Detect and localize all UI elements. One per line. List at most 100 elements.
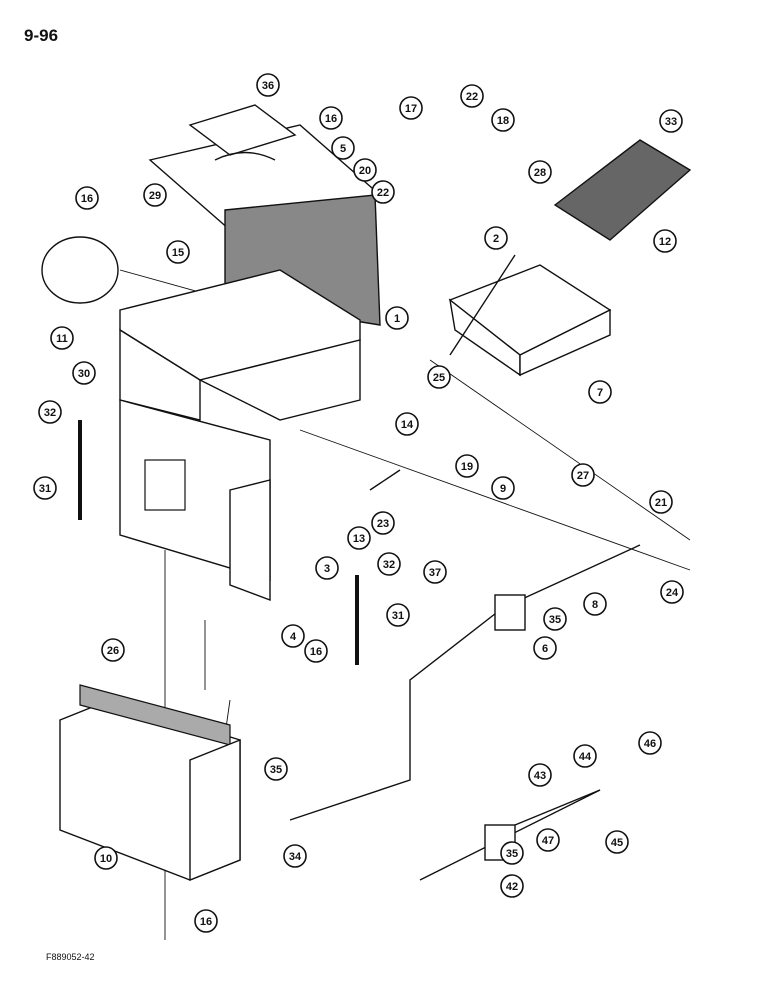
callout-4: 4 <box>281 624 305 648</box>
callout-31: 31 <box>386 603 410 627</box>
callout-46: 46 <box>638 731 662 755</box>
callout-circle <box>573 744 597 768</box>
callout-label: 35 <box>549 614 561 626</box>
callout-circle <box>371 180 395 204</box>
callout-circle <box>484 226 508 250</box>
callout-label: 10 <box>100 853 112 865</box>
callout-circle <box>331 136 355 160</box>
callout-35: 35 <box>264 757 288 781</box>
callout-14: 14 <box>395 412 419 436</box>
callout-label: 11 <box>56 333 68 345</box>
callout-label: 23 <box>377 518 389 530</box>
callout-label: 37 <box>429 567 441 579</box>
callout-circle <box>94 846 118 870</box>
callout-circle <box>166 240 190 264</box>
callout-42: 42 <box>500 874 524 898</box>
callout-label: 9 <box>500 483 506 495</box>
callout-circle <box>399 96 423 120</box>
filter-tray <box>448 139 692 377</box>
callout-circle <box>50 326 74 350</box>
callout-label: 32 <box>44 407 56 419</box>
callout-7: 7 <box>588 380 612 404</box>
round-gasket <box>41 236 119 304</box>
callout-circle <box>75 186 99 210</box>
callout-circle <box>583 592 607 616</box>
callout-label: 4 <box>290 631 297 643</box>
callout-circle <box>304 639 328 663</box>
callout-22: 22 <box>460 84 484 108</box>
callout-19: 19 <box>455 454 479 478</box>
callout-circle <box>491 476 515 500</box>
callout-label: 32 <box>383 559 395 571</box>
callout-circle <box>649 490 673 514</box>
callout-label: 28 <box>534 167 546 179</box>
callout-circle <box>500 874 524 898</box>
callout-21: 21 <box>649 490 673 514</box>
callout-circle <box>353 158 377 182</box>
callout-circle <box>38 400 62 424</box>
callout-circle <box>423 560 447 584</box>
callout-label: 45 <box>611 837 623 849</box>
callout-label: 27 <box>577 470 589 482</box>
callout-34: 34 <box>283 844 307 868</box>
callout-label: 3 <box>324 563 330 575</box>
callout-circle <box>571 463 595 487</box>
callout-label: 36 <box>262 80 274 92</box>
callout-28: 28 <box>528 160 552 184</box>
callout-circle <box>377 552 401 576</box>
callout-label: 16 <box>81 193 93 205</box>
callout-label: 42 <box>506 881 518 893</box>
callout-label: 31 <box>392 610 404 622</box>
callout-25: 25 <box>427 365 451 389</box>
callout-18: 18 <box>491 108 515 132</box>
callout-43: 43 <box>528 763 552 787</box>
figure-code: F889052-42 <box>46 952 95 962</box>
callout-label: 8 <box>592 599 598 611</box>
callout-circle <box>500 841 524 865</box>
callout-15: 15 <box>166 240 190 264</box>
callout-circle <box>588 380 612 404</box>
callout-13: 13 <box>347 526 371 550</box>
callout-circle <box>528 763 552 787</box>
callout-27: 27 <box>571 463 595 487</box>
callout-label: 22 <box>466 91 478 103</box>
callout-label: 6 <box>542 643 548 655</box>
callout-label: 33 <box>665 116 677 128</box>
callout-circle <box>533 636 557 660</box>
callout-label: 44 <box>579 751 592 763</box>
callout-circle <box>528 160 552 184</box>
callout-36: 36 <box>256 73 280 97</box>
callout-circle <box>194 909 218 933</box>
callout-circle <box>283 844 307 868</box>
callout-8: 8 <box>583 592 607 616</box>
callout-11: 11 <box>50 326 74 350</box>
callout-circle <box>386 603 410 627</box>
callout-26: 26 <box>101 638 125 662</box>
callout-label: 35 <box>506 848 518 860</box>
callout-label: 19 <box>461 461 473 473</box>
callout-circle <box>347 526 371 550</box>
callout-35: 35 <box>500 841 524 865</box>
callout-circle <box>33 476 57 500</box>
callout-2: 2 <box>484 226 508 250</box>
callout-5: 5 <box>331 136 355 160</box>
callout-label: 14 <box>401 419 414 431</box>
callout-label: 47 <box>542 835 554 847</box>
callout-1: 1 <box>385 306 409 330</box>
callout-label: 31 <box>39 483 51 495</box>
callout-circle <box>72 361 96 385</box>
callout-label: 34 <box>289 851 302 863</box>
callout-33: 33 <box>659 109 683 133</box>
callout-circle <box>319 106 343 130</box>
callout-circle <box>256 73 280 97</box>
callout-35: 35 <box>543 607 567 631</box>
callout-circle <box>460 84 484 108</box>
callout-group: 3616520291161511303231172218222833122725… <box>33 73 684 933</box>
main-housing <box>119 269 361 602</box>
callout-31: 31 <box>33 476 57 500</box>
callout-label: 21 <box>655 497 667 509</box>
callout-label: 18 <box>497 115 509 127</box>
callout-circle <box>101 638 125 662</box>
callout-label: 7 <box>597 387 603 399</box>
callout-circle <box>315 556 339 580</box>
